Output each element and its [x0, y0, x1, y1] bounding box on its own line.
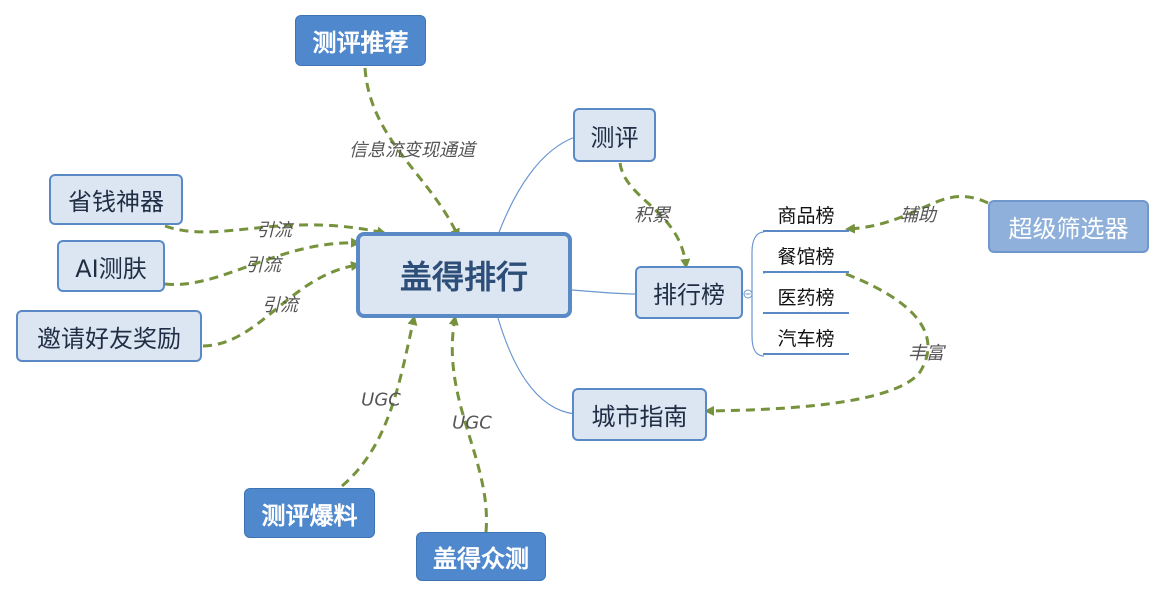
sub-item-products[interactable]: 商品榜	[763, 198, 849, 232]
edge-label-left2: 引流	[245, 255, 281, 276]
node-bottom-1[interactable]: 测评爆料	[244, 488, 375, 538]
edge-label-top: 信息流变现通道	[349, 140, 475, 161]
node-top-recommend[interactable]: 测评推荐	[295, 15, 426, 66]
edge-label-left1: 引流	[256, 220, 292, 241]
arrow-accumulate	[618, 162, 691, 269]
node-super-filter[interactable]: 超级筛选器	[988, 200, 1149, 253]
branch-paihangbang[interactable]: 排行榜	[635, 266, 743, 319]
edge-label-bottom2: UGC	[452, 412, 492, 434]
arrow-left2	[164, 237, 361, 286]
edge-label-bottom1: UGC	[361, 389, 401, 411]
edge-label-left3: 引流	[262, 295, 298, 316]
arrow-assist	[845, 195, 989, 234]
branch-line-ceping	[497, 136, 576, 236]
sub-item-medicine[interactable]: 医药榜	[763, 280, 849, 314]
branch-line-chengshi	[497, 317, 576, 415]
node-bottom-2[interactable]: 盖得众测	[416, 532, 546, 581]
edge-label-accumulate: 积累	[634, 205, 670, 226]
arrow-left1	[164, 223, 387, 237]
node-left-3[interactable]: 邀请好友奖励	[16, 310, 202, 362]
edge-label-assist: 辅助	[900, 205, 936, 226]
arrow-enrich	[704, 272, 930, 416]
arrow-bottom2	[448, 315, 488, 533]
arrow-left3	[202, 261, 361, 348]
sub-item-cars[interactable]: 汽车榜	[763, 321, 849, 355]
branch-line-paihangbang	[571, 289, 637, 295]
branch-chengshi[interactable]: 城市指南	[572, 388, 707, 441]
branch-ceping[interactable]: 测评	[573, 108, 656, 162]
arrow-top	[363, 67, 460, 239]
arrow-bottom1	[341, 315, 418, 488]
sub-item-restaurants[interactable]: 餐馆榜	[763, 239, 849, 273]
edge-label-enrich: 丰富	[908, 343, 944, 364]
node-left-2[interactable]: AI测肤	[57, 240, 165, 292]
node-left-1[interactable]: 省钱神器	[49, 174, 183, 225]
central-topic[interactable]: 盖得排行	[356, 232, 572, 318]
